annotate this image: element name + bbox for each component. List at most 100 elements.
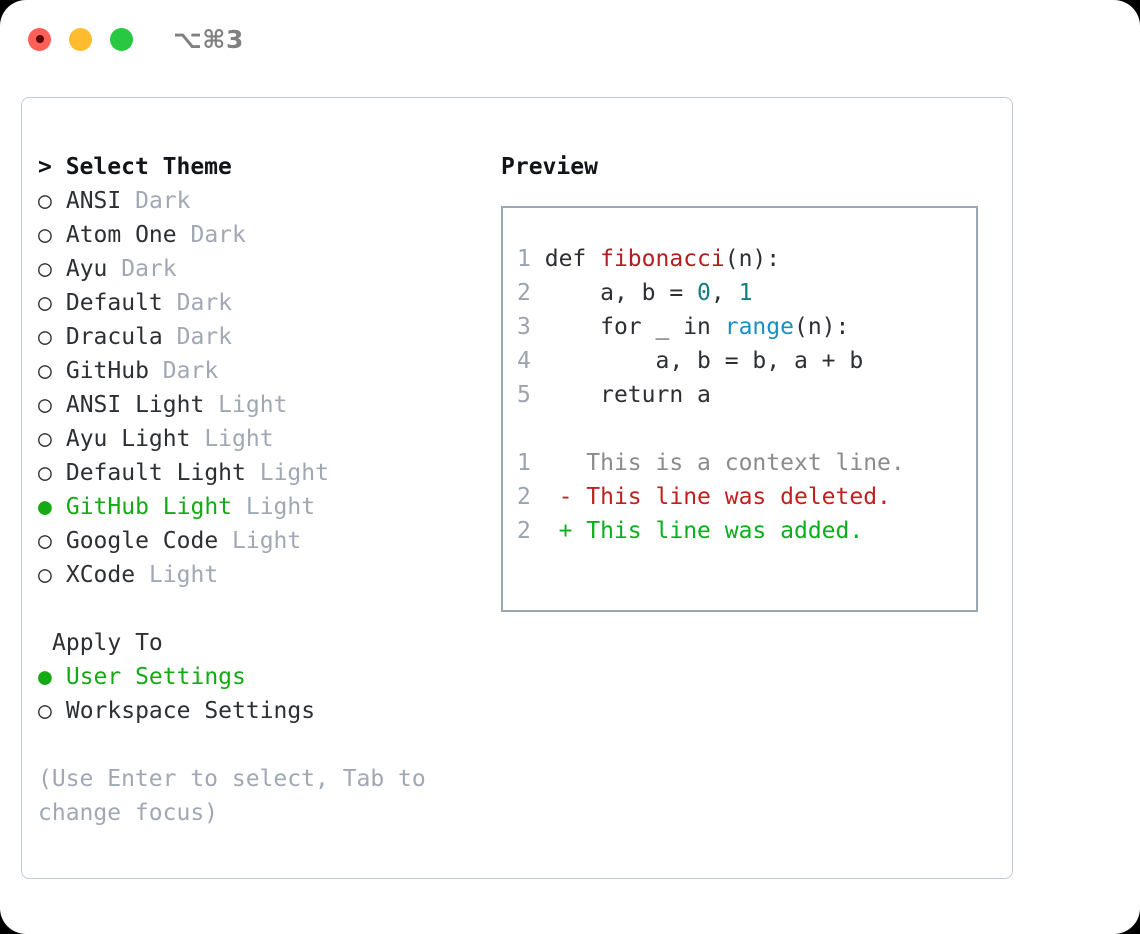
window-controls [28, 27, 133, 51]
heading-text: Select Theme [65, 154, 232, 180]
theme-item-xcode[interactable]: ○ XCode Light [38, 558, 492, 592]
code-token: fibonacci [600, 246, 725, 272]
theme-item-ansi[interactable]: ○ ANSI Dark [38, 184, 492, 218]
theme-item-variant-tag: Light [245, 460, 329, 486]
code-token: 1 [738, 280, 753, 306]
diff-marker: - [558, 484, 587, 510]
theme-item-label: Atom One [52, 222, 177, 248]
radio-unselected-icon: ○ [38, 562, 52, 588]
theme-item-variant-tag: Dark [148, 358, 219, 384]
apply-to-heading-text: Apply To [52, 630, 163, 656]
theme-item-google-code[interactable]: ○ Google Code Light [38, 524, 492, 558]
preview-column: Preview 1 def fibonacci(n):2 a, b = 0, 1… [492, 98, 1012, 878]
radio-unselected-icon: ○ [38, 222, 52, 248]
theme-list-column: > Select Theme ○ ANSI Dark○ Atom One Dar… [22, 98, 492, 878]
diff-spacer [517, 412, 976, 446]
radio-unselected-icon: ○ [38, 256, 52, 282]
hint-text: (Use Enter to select, Tab to change focu… [38, 766, 426, 826]
code-token: , [710, 280, 739, 306]
radio-unselected-icon: ○ [38, 392, 52, 418]
theme-item-ayu-light[interactable]: ○ Ayu Light Light [38, 422, 492, 456]
theme-item-ayu[interactable]: ○ Ayu Dark [38, 252, 492, 286]
code-line: 3 for _ in range(n): [517, 310, 976, 344]
theme-item-default[interactable]: ○ Default Dark [38, 286, 492, 320]
theme-item-variant-tag: Dark [107, 256, 177, 282]
radio-selected-icon: ● [38, 494, 52, 520]
apply-to-item-user-settings[interactable]: ● User Settings [38, 660, 492, 694]
code-token: 0 [697, 280, 711, 306]
theme-item-ansi-light[interactable]: ○ ANSI Light Light [38, 388, 492, 422]
apply-to-item-label: Workspace Settings [52, 698, 316, 724]
code-line: 2 a, b = 0, 1 [517, 276, 976, 310]
radio-unselected-icon: ○ [38, 460, 52, 486]
theme-item-variant-tag: Light [190, 426, 274, 452]
diff-line: 1 This is a context line. [517, 446, 976, 480]
title-bar: ⌥⌘3 [0, 0, 1140, 78]
apply-to-item-label: User Settings [52, 664, 246, 690]
apply-to-heading: Apply To [38, 626, 492, 660]
theme-item-variant-tag: Dark [162, 324, 233, 350]
theme-item-github-light[interactable]: ● GitHub Light Light [38, 490, 492, 524]
theme-item-label: Ayu Light [52, 426, 191, 452]
code-token: (n): [793, 314, 850, 340]
theme-item-default-light[interactable]: ○ Default Light Light [38, 456, 492, 490]
theme-item-variant-tag: Light [135, 562, 219, 588]
diff-sample: 1 This is a context line.2 - This line w… [517, 446, 976, 548]
radio-unselected-icon: ○ [38, 528, 52, 554]
theme-item-label: Default Light [52, 460, 246, 486]
apply-to-bullet-placeholder [38, 626, 52, 660]
radio-unselected-icon: ○ [38, 358, 52, 384]
theme-item-variant-tag: Dark [176, 222, 246, 248]
theme-item-label: ANSI Light [52, 392, 205, 418]
list-spacer [38, 592, 492, 626]
diff-marker [559, 450, 587, 476]
radio-unselected-icon: ○ [38, 426, 52, 452]
line-number: 1 [517, 246, 531, 272]
theme-item-atom-one[interactable]: ○ Atom One Dark [38, 218, 492, 252]
code-token: a, b = [544, 280, 698, 306]
heading-caret: > [38, 154, 66, 180]
line-number: 2 [517, 280, 531, 306]
theme-item-dracula[interactable]: ○ Dracula Dark [38, 320, 492, 354]
radio-unselected-icon: ○ [38, 698, 52, 724]
select-theme-heading: > Select Theme [38, 150, 492, 184]
theme-selector-panel: > Select Theme ○ ANSI Dark○ Atom One Dar… [21, 97, 1013, 879]
diff-line-number: 1 [517, 450, 531, 476]
diff-line: 2 - This line was deleted. [517, 480, 976, 514]
theme-item-label: GitHub Light [52, 494, 233, 520]
theme-item-label: Ayu [52, 256, 108, 282]
diff-text: This line was deleted. [586, 484, 891, 510]
code-line: 4 a, b = b, a + b [517, 344, 976, 378]
radio-selected-icon: ● [38, 664, 52, 690]
minimize-button[interactable] [69, 27, 92, 51]
radio-unselected-icon: ○ [38, 324, 52, 350]
close-button[interactable] [28, 27, 51, 51]
diff-line-number: 2 [517, 484, 531, 510]
diff-line-number: 2 [517, 518, 531, 544]
theme-item-variant-tag: Light [218, 528, 302, 554]
maximize-button[interactable] [110, 27, 133, 51]
theme-list: ○ ANSI Dark○ Atom One Dark○ Ayu Dark○ De… [38, 184, 492, 592]
theme-item-label: ANSI [52, 188, 122, 214]
keyboard-shortcut-label: ⌥⌘3 [173, 24, 244, 54]
code-token: (n): [724, 246, 781, 272]
theme-item-label: Dracula [52, 324, 163, 350]
code-token: a, b = b, a + b [544, 348, 864, 374]
diff-text: This is a context line. [586, 450, 905, 476]
diff-text: This line was added. [586, 518, 864, 544]
line-number: 3 [517, 314, 531, 340]
code-token: for _ in [544, 314, 725, 340]
theme-item-variant-tag: Dark [162, 290, 233, 316]
apply-to-item-workspace-settings[interactable]: ○ Workspace Settings [38, 694, 492, 728]
preview-heading: Preview [501, 154, 598, 180]
theme-item-github[interactable]: ○ GitHub Dark [38, 354, 492, 388]
code-token: range [724, 314, 794, 340]
radio-unselected-icon: ○ [38, 188, 52, 214]
code-line: 1 def fibonacci(n): [517, 242, 976, 276]
theme-item-variant-tag: Dark [121, 188, 191, 214]
theme-item-label: Google Code [52, 528, 219, 554]
theme-item-label: GitHub [52, 358, 149, 384]
apply-to-list: ● User Settings○ Workspace Settings [38, 660, 492, 728]
